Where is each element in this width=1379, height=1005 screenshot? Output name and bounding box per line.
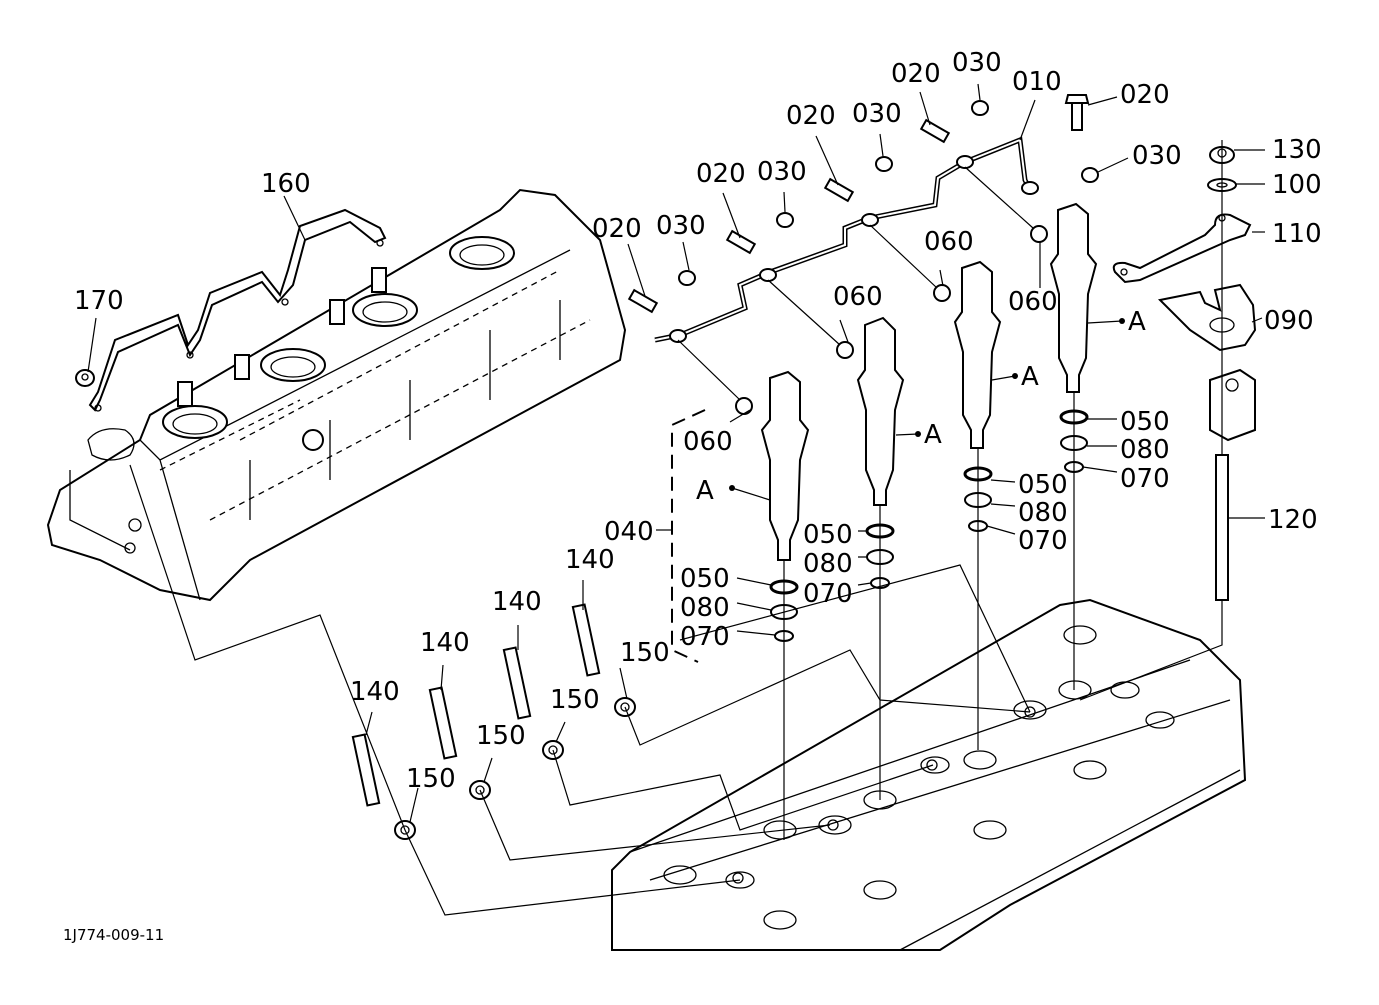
callout-080: 080: [680, 593, 730, 623]
callout-060: 060: [1008, 287, 1058, 317]
callout-010: 010: [1012, 67, 1062, 97]
callout-040: 040: [604, 517, 654, 547]
eye-bolts: [627, 94, 1090, 314]
callout-020: 020: [696, 159, 746, 189]
callout-150: 150: [550, 685, 600, 715]
section-marker-a: A: [1128, 307, 1146, 337]
drawing-reference-code: 1J774-009-11: [63, 926, 164, 944]
callout-150: 150: [406, 764, 456, 794]
glow-plug-seals: [394, 697, 636, 840]
callout-080: 080: [1018, 498, 1068, 528]
callout-030: 030: [757, 157, 807, 187]
group-bracket-040: [671, 409, 706, 663]
callout-060: 060: [683, 427, 733, 457]
callout-080: 080: [1120, 435, 1170, 465]
callout-070: 070: [680, 622, 730, 652]
callout-060: 060: [833, 282, 883, 312]
callout-140: 140: [565, 545, 615, 575]
callout-030: 030: [852, 99, 902, 129]
callout-120: 120: [1268, 505, 1318, 535]
callout-090: 090: [1264, 306, 1314, 336]
gaskets: [678, 100, 1099, 286]
cylinder-head-cover: [46, 188, 627, 602]
section-marker-a: A: [696, 476, 714, 506]
callout-070: 070: [803, 579, 853, 609]
callout-160: 160: [261, 169, 311, 199]
callout-060: 060: [924, 227, 974, 257]
callout-020: 020: [786, 101, 836, 131]
callout-050: 050: [1018, 470, 1068, 500]
callout-170: 170: [74, 286, 124, 316]
section-marker-a: A: [924, 420, 942, 450]
callout-150: 150: [476, 721, 526, 751]
lead-wire-bar: [88, 208, 387, 412]
callout-050: 050: [680, 564, 730, 594]
callout-020: 020: [891, 59, 941, 89]
callout-030: 030: [1132, 141, 1182, 171]
callout-030: 030: [656, 211, 706, 241]
valve-ports: [663, 625, 1175, 930]
callout-030: 030: [952, 48, 1002, 78]
callout-labels: 010 020 020 020 020 020 030 030 030 030 …: [63, 48, 1322, 944]
callout-050: 050: [1120, 407, 1170, 437]
callout-070: 070: [1018, 526, 1068, 556]
nozzle-holder-parts: [1079, 140, 1257, 701]
callout-020: 020: [592, 214, 642, 244]
callout-070: 070: [1120, 464, 1170, 494]
callout-leaders: [87, 83, 1265, 823]
callout-110: 110: [1272, 219, 1322, 249]
callout-020: 020: [1120, 80, 1170, 110]
callout-050: 050: [803, 520, 853, 550]
cylinder-head: [611, 598, 1247, 951]
callout-100: 100: [1272, 170, 1322, 200]
callout-140: 140: [492, 587, 542, 617]
section-marker-a: A: [1021, 362, 1039, 392]
injectors: [760, 202, 1098, 561]
glow-plugs: [351, 603, 601, 807]
callout-150: 150: [620, 638, 670, 668]
callout-140: 140: [420, 628, 470, 658]
callout-140: 140: [350, 677, 400, 707]
callout-130: 130: [1272, 135, 1322, 165]
nut-170: [75, 369, 95, 387]
callout-080: 080: [803, 549, 853, 579]
